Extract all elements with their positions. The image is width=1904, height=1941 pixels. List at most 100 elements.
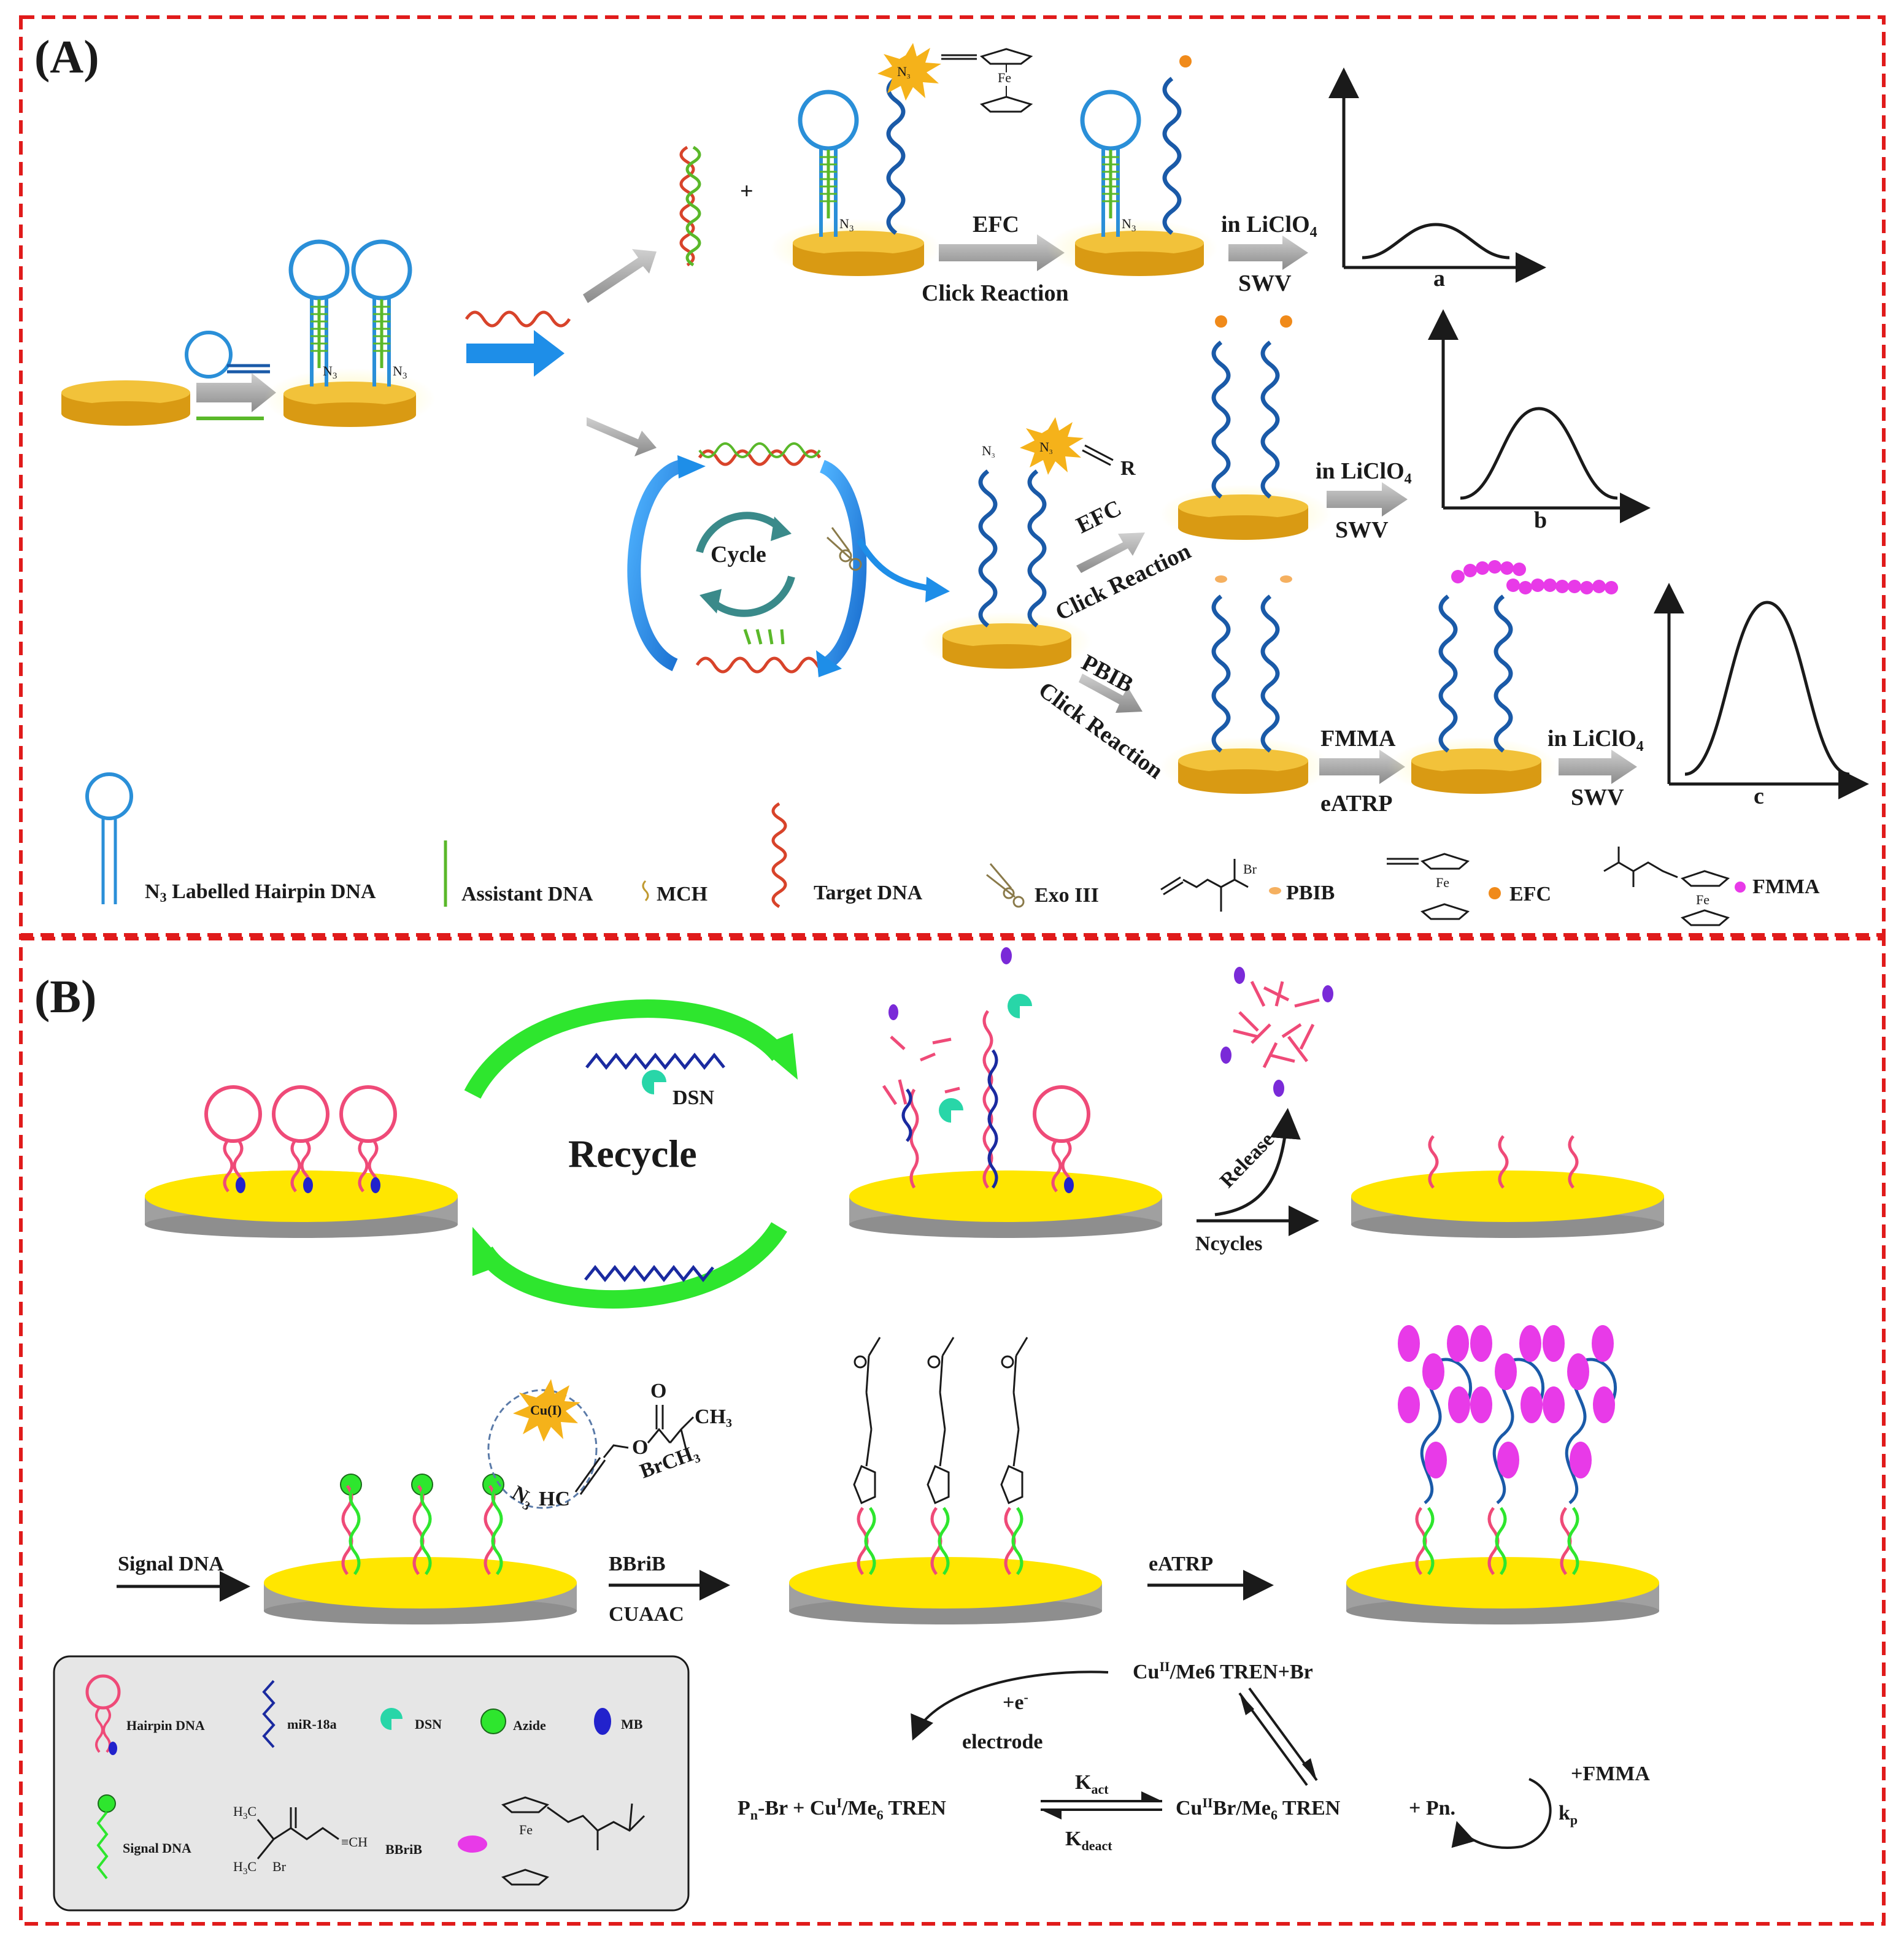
mech-kp: kp: [1559, 1802, 1578, 1828]
panel-b: DSN Recycle: [53, 947, 1664, 1912]
label-efc-top: EFC: [973, 212, 1019, 237]
label-fmma: FMMA: [1320, 726, 1396, 751]
panel-b-letter: (B): [34, 971, 96, 1023]
svg-text:N3: N3: [1122, 216, 1136, 234]
n3-electrode: N3 N3 R: [920, 417, 1136, 671]
panel-a-letter: (A): [34, 31, 99, 83]
label-eatrp-a: eATRP: [1320, 791, 1393, 817]
label-efc-mid: EFC: [1073, 495, 1126, 539]
legend-hairpin-label: N3 Labelled Hairpin DNA: [145, 880, 376, 905]
electrode-mid-efc: [1160, 315, 1332, 544]
electrode-pbib: [1160, 575, 1332, 796]
legend-hairpin-icon: [85, 772, 133, 904]
svg-text:≡CH: ≡CH: [341, 1834, 368, 1850]
legend-fmma-icon: Fe: [1603, 847, 1746, 926]
legend-b-signal-icon: [96, 1794, 116, 1880]
label-click-top: Click Reaction: [922, 280, 1069, 306]
legend-pbib-icon: Br: [1160, 859, 1281, 912]
recycle-scheme: DSN Recycle: [464, 999, 798, 1309]
svg-text:N3: N3: [1039, 439, 1053, 456]
plot-b: b: [1428, 309, 1651, 533]
legend-pbib-label: PBIB: [1286, 882, 1335, 904]
label-bbrib: BBriB: [609, 1553, 666, 1575]
legend-a: N3 Labelled Hairpin DNA Assistant DNA MC…: [85, 772, 1820, 926]
svg-text:c: c: [1754, 783, 1764, 809]
legend-efc-icon: Fe: [1387, 853, 1501, 920]
svg-text:R: R: [1120, 457, 1136, 480]
legend-b-fmma-icon: [458, 1835, 487, 1853]
electrode-top-2: N3: [1046, 55, 1218, 278]
bare-electrode: [61, 380, 190, 426]
svg-text:HC: HC: [539, 1488, 570, 1510]
initiator-stack: [853, 1337, 1028, 1575]
svg-text:Fe: Fe: [519, 1822, 533, 1837]
label-eatrp-b: eATRP: [1149, 1553, 1213, 1575]
label-click-mid: Click Reaction: [1052, 538, 1195, 626]
blue-arrow-main: [466, 330, 565, 377]
polymer-brush-1: [1398, 1325, 1473, 1575]
svg-text:H3C: H3C: [233, 1859, 256, 1877]
plot-c: c: [1654, 583, 1869, 809]
svg-text:Cu(I): Cu(I): [530, 1402, 561, 1418]
legend-b-mir-icon: [262, 1680, 276, 1748]
arrow-swv-bottom: [1559, 750, 1637, 784]
svg-text:N3: N3: [323, 363, 337, 381]
mech-cu2-top: CuII/Me6 TREN+Br: [1133, 1659, 1313, 1683]
legend-b-azide-icon: [480, 1708, 506, 1734]
legend-b-mir-label: miR-18a: [287, 1716, 337, 1732]
b-electrode-digest: [849, 947, 1162, 1238]
svg-text:Fe: Fe: [1696, 892, 1709, 907]
label-cycle: Cycle: [711, 542, 766, 567]
svg-text:H3C: H3C: [233, 1804, 256, 1821]
legend-mch-label: MCH: [657, 883, 707, 905]
mech-kdeact: Kdeact: [1065, 1828, 1112, 1853]
svg-text:Fe: Fe: [998, 70, 1011, 85]
svg-text:b: b: [1534, 507, 1547, 533]
legend-b-signal-label: Signal DNA: [123, 1840, 191, 1856]
arrow-swv-top: [1228, 236, 1308, 270]
arrow-branch-up: [583, 249, 657, 303]
svg-text:O: O: [650, 1380, 666, 1402]
electrode-polymer: [1387, 560, 1618, 796]
target-dna-incoming: [464, 310, 571, 328]
mech-plus-pn: + Pn.: [1409, 1797, 1455, 1820]
legend-b-hairpin-icon: [85, 1674, 121, 1755]
mech-pn-br: Pn-Br + CuI/Me6 TREN: [738, 1795, 946, 1823]
label-signal-dna: Signal DNA: [118, 1553, 224, 1575]
label-liclo4-top: in LiClO4: [1221, 212, 1317, 240]
plus-sign: +: [740, 179, 754, 204]
label-recycle: Recycle: [568, 1132, 697, 1175]
efc-reagent-top: N3 Fe: [877, 43, 1033, 113]
label-cuaac: CUAAC: [609, 1603, 684, 1626]
mech-e-minus: +e-: [1003, 1689, 1028, 1714]
eatrp-mechanism: CuII/Me6 TREN+Br +e- electrode Pn-Br + C…: [738, 1659, 1650, 1853]
legend-fmma-label: FMMA: [1752, 875, 1820, 898]
legend-b-dsn-label: DSN: [415, 1716, 442, 1732]
svg-text:N3: N3: [839, 216, 854, 234]
released-fragments: [1220, 967, 1333, 1097]
arrow-branch-down: [587, 417, 657, 456]
mech-fmma: +FMMA: [1571, 1762, 1650, 1785]
arrow-release: [1214, 1108, 1301, 1216]
legend-target-icon: [771, 802, 787, 909]
cycle-scheme: Cycle: [627, 442, 950, 677]
cuaac-detail: Cu(I) N3 HC O O CH3 BrCH3: [487, 1379, 732, 1513]
arrow-efc-top: [939, 234, 1065, 271]
b-electrode-hairpins: [145, 1085, 458, 1238]
panel-a-frame: [19, 15, 1886, 937]
legend-b-dsn-icon: [380, 1708, 403, 1730]
arrow-efc-mid: [1076, 532, 1145, 573]
legend-b-mb-label: MB: [621, 1716, 643, 1732]
reagent-hairpin: [185, 331, 270, 420]
label-liclo4-mid: in LiClO4: [1316, 458, 1412, 487]
arrow-immobilize: [196, 373, 276, 412]
svg-text:N3: N3: [982, 443, 995, 459]
legend-exo-label: Exo III: [1035, 884, 1099, 907]
legend-exo-icon: [986, 863, 1025, 908]
svg-text:Fe: Fe: [1436, 875, 1449, 890]
label-dsn: DSN: [673, 1086, 714, 1109]
label-ncycles: Ncycles: [1195, 1232, 1263, 1255]
label-swv-bottom: SWV: [1571, 785, 1624, 810]
legend-b-hairpin-label: Hairpin DNA: [126, 1718, 205, 1733]
